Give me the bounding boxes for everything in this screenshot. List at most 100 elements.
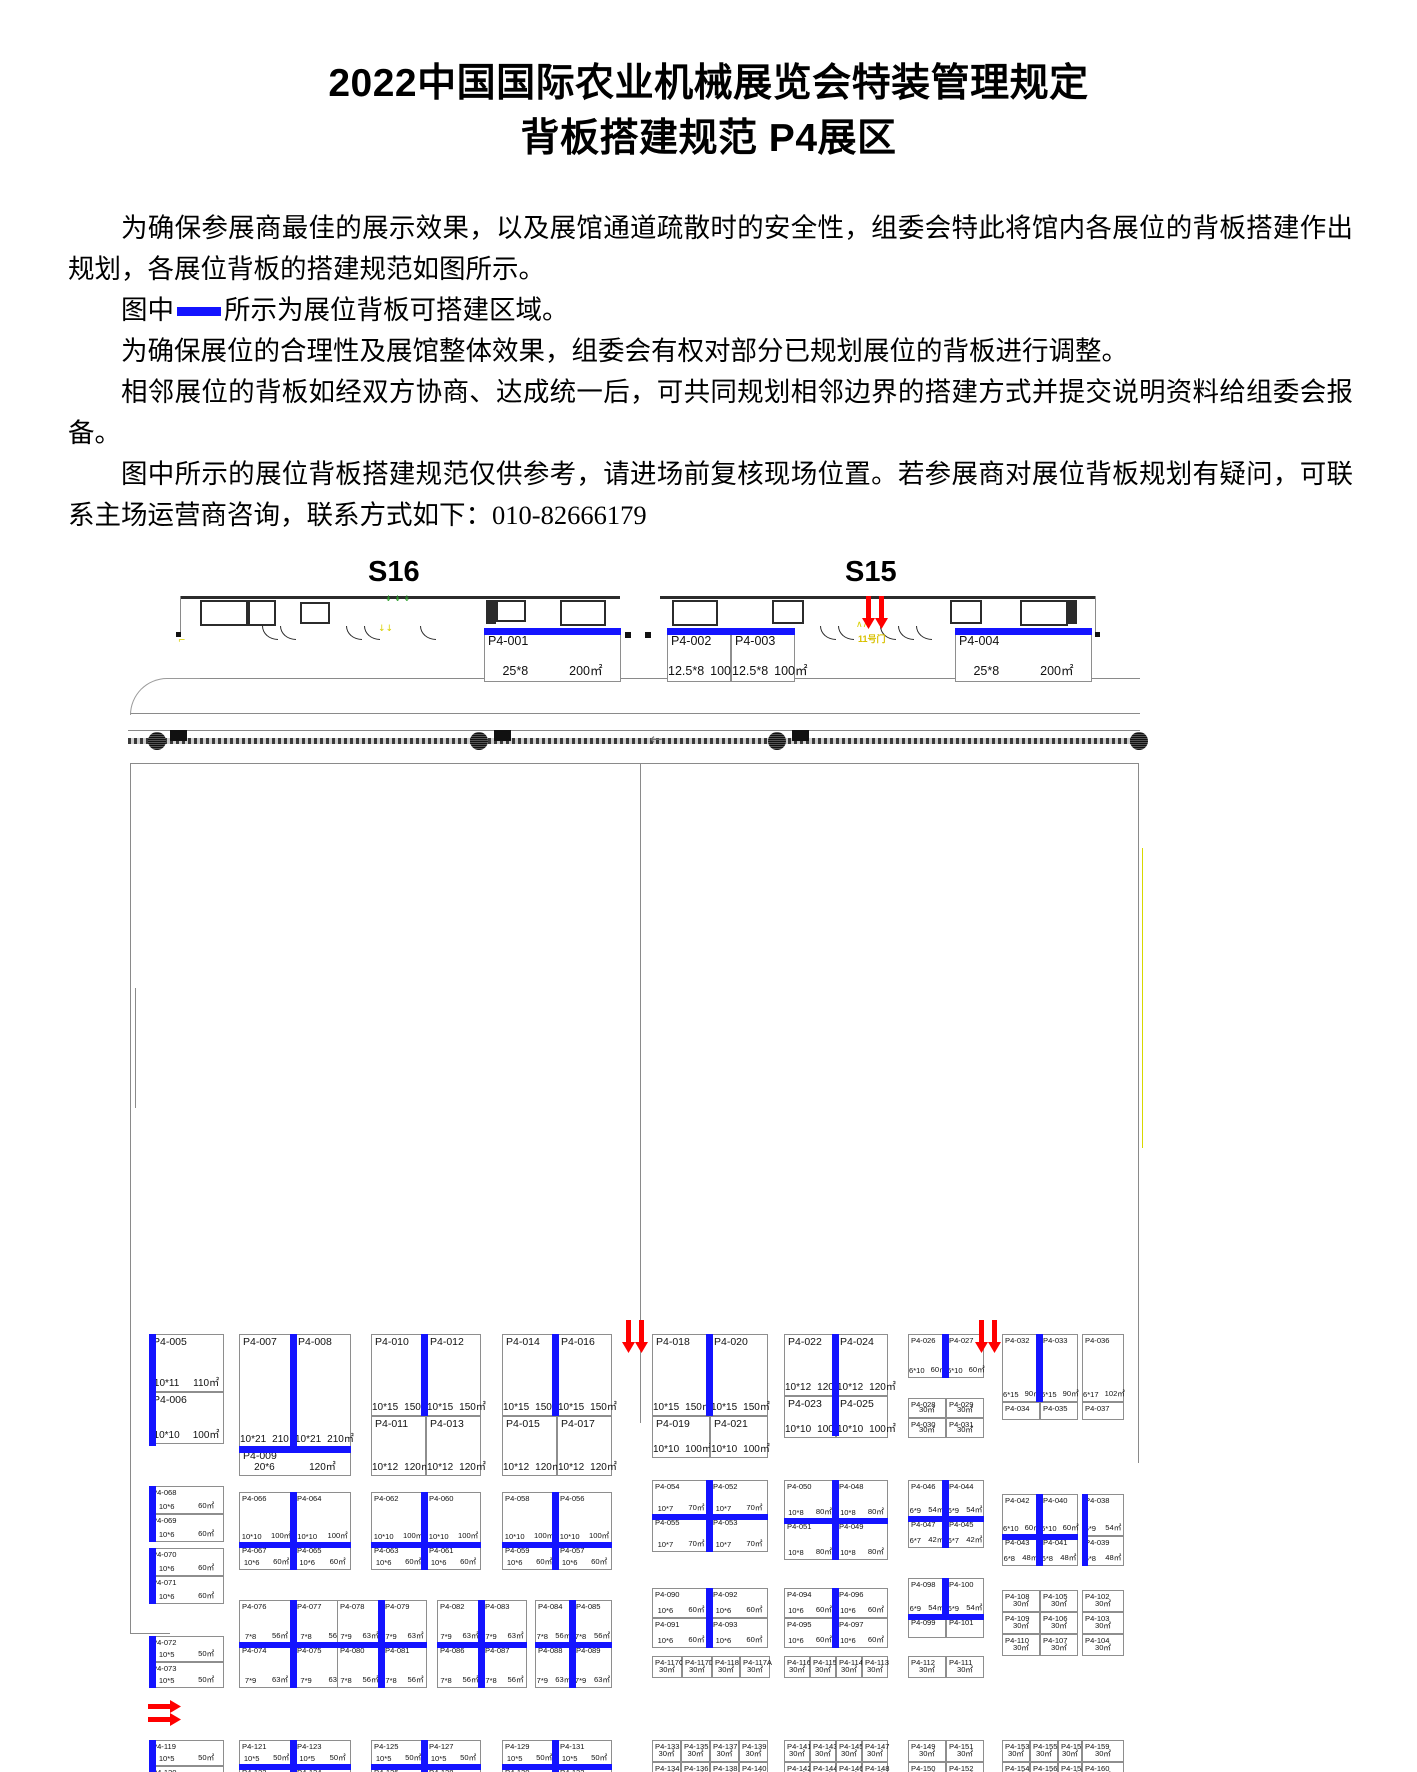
booth-p4-136[interactable]: P4-13630㎡ xyxy=(681,1762,710,1772)
booth-p4-154[interactable]: P4-15430㎡ xyxy=(1002,1762,1030,1772)
booth-p4-035[interactable]: P4-035 xyxy=(1040,1402,1078,1420)
booth-p4-148[interactable]: P4-14830㎡ xyxy=(862,1762,890,1772)
booth-p4-144[interactable]: P4-14430㎡ xyxy=(810,1762,838,1772)
booth-p4-142[interactable]: P4-14230㎡ xyxy=(784,1762,812,1772)
booth-p4-156[interactable]: P4-15630㎡ xyxy=(1030,1762,1058,1772)
booth-p4-134[interactable]: P4-13430㎡ xyxy=(652,1762,681,1772)
booth-p4-138[interactable]: P4-13830㎡ xyxy=(710,1762,739,1772)
booth-p4-034[interactable]: P4-034 xyxy=(1002,1402,1040,1420)
booth-p4-146[interactable]: P4-14630㎡ xyxy=(836,1762,864,1772)
booth-p4-160[interactable]: P4-16030㎡ xyxy=(1082,1762,1124,1772)
booth-p4-120[interactable]: P4-12010*440㎡ xyxy=(149,1766,224,1772)
booth-p4-150[interactable]: P4-15030㎡ xyxy=(908,1762,946,1772)
booth-p4-152[interactable]: P4-15230㎡ xyxy=(946,1762,984,1772)
booth-p4-140[interactable]: P4-14030㎡ xyxy=(739,1762,768,1772)
